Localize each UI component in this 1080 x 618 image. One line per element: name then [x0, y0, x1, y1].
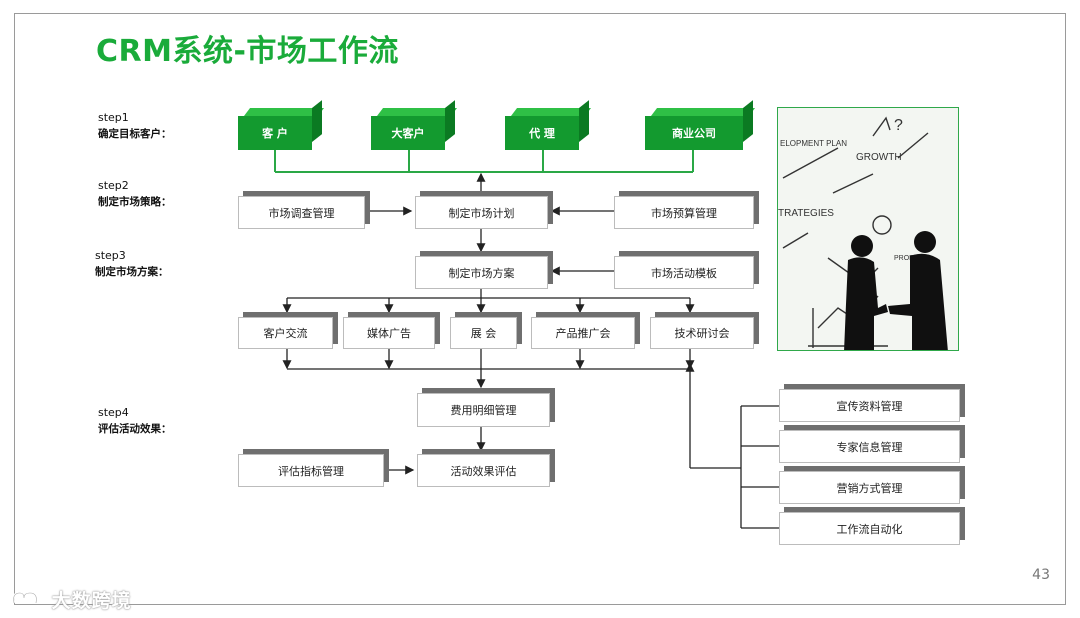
watermark-text: 大数跨境 [51, 590, 132, 612]
box-media-advertising: 媒体广告 [343, 317, 435, 349]
box-market-scheme: 制定市场方案 [415, 256, 548, 289]
step-description: 评估活动效果： [98, 423, 172, 435]
box-customer-exchange: 客户交流 [238, 317, 333, 349]
step-description: 制定市场策略： [98, 196, 172, 208]
step-number: step4 [98, 406, 129, 419]
box-activity-effect: 活动效果评估 [417, 454, 550, 487]
photo-word-profits: PROFITS [894, 255, 925, 262]
box-cost-detail: 费用明细管理 [417, 393, 550, 427]
box-exhibition: 展 会 [450, 317, 517, 349]
step-2-label: step2 制定市场策略： [98, 178, 172, 210]
slide-frame [14, 13, 1066, 605]
step-description: 制定市场方案： [95, 266, 169, 278]
target-box-business-company: 商业公司 [645, 100, 756, 150]
box-tech-seminar: 技术研讨会 [650, 317, 754, 349]
handshake-image: ELOPMENT PLAN GROWTH TRATEGIES PROFITS ? [777, 107, 959, 351]
step-3-label: step3 制定市场方案： [95, 248, 169, 280]
step-4-label: step4 评估活动效果： [98, 405, 172, 437]
target-box-key-account: 大客户 [371, 100, 458, 150]
target-box-customer: 客 户 [238, 100, 325, 150]
step-number: step1 [98, 111, 129, 124]
target-label: 代 理 [529, 127, 555, 140]
watermark-logo-icon [10, 589, 40, 614]
page-number: 43 [1032, 567, 1050, 583]
box-evaluation-indicator: 评估指标管理 [238, 454, 384, 487]
step-description: 确定目标客户： [98, 128, 172, 140]
target-bus [274, 150, 694, 173]
page-title: CRM系统-市场工作流 [96, 34, 399, 69]
target-label: 大客户 [391, 127, 425, 140]
photo-question-mark: ? [894, 117, 903, 134]
target-label: 客 户 [262, 127, 288, 140]
box-marketing-method: 营销方式管理 [779, 471, 960, 504]
box-market-budget: 市场预算管理 [614, 196, 754, 229]
step-1-label: step1 确定目标客户： [98, 110, 172, 142]
watermark: 大数跨境 [10, 586, 132, 614]
step-number: step2 [98, 179, 129, 192]
box-market-survey: 市场调查管理 [238, 196, 365, 229]
photo-word-development-plan: ELOPMENT PLAN [780, 139, 847, 148]
box-promo-material: 宣传资料管理 [779, 389, 960, 422]
box-workflow-automation: 工作流自动化 [779, 512, 960, 545]
box-product-launch: 产品推广会 [531, 317, 635, 349]
box-expert-info: 专家信息管理 [779, 430, 960, 463]
box-activity-template: 市场活动模板 [614, 256, 754, 289]
step-number: step3 [95, 249, 126, 262]
photo-word-strategies: TRATEGIES [778, 208, 834, 219]
box-market-plan: 制定市场计划 [415, 196, 548, 229]
businessmen-silhouette [844, 231, 948, 350]
photo-word-growth: GROWTH [856, 152, 902, 163]
target-box-agent: 代 理 [505, 100, 592, 150]
target-label: 商业公司 [672, 127, 716, 140]
